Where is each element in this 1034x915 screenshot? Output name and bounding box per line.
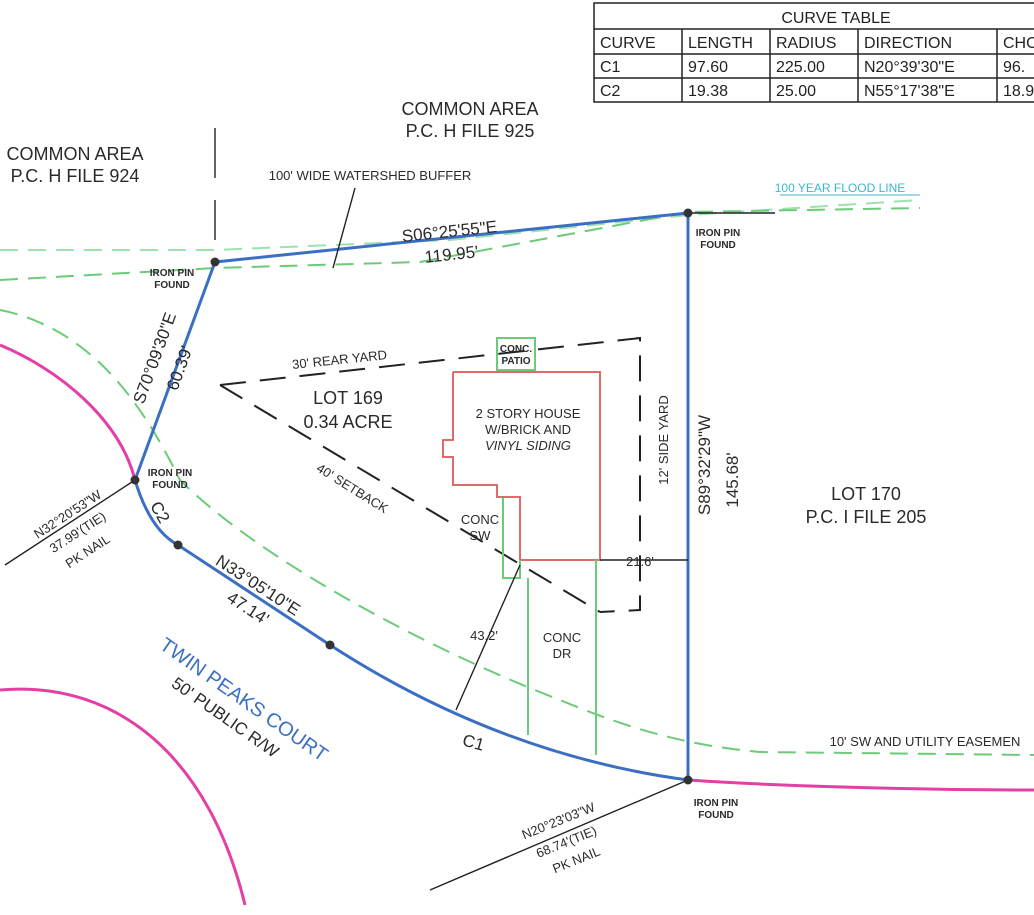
curve-c1-label: C1 [460, 731, 486, 755]
iron-pin-label: IRON PIN [696, 228, 740, 239]
flood-line-label: 100 YEAR FLOOD LINE [775, 181, 906, 195]
curve-table-cell: C1 [600, 59, 621, 76]
sidewalk-label: CONC [461, 512, 499, 527]
house-label: W/BRICK AND [485, 422, 571, 437]
watershed-buffer-line [0, 207, 921, 281]
right-bearing: S89°32'29"W [695, 415, 714, 515]
curve-table-header: DIRECTION [864, 35, 952, 52]
dim-front-label: 43.2' [470, 628, 498, 643]
iron-pin-label: FOUND [698, 810, 734, 821]
curve-table-cell: N20°39'30"E [864, 59, 955, 76]
common-area-right-label: COMMON AREA [401, 99, 538, 119]
iron-pin-marker [210, 257, 220, 267]
common-area-left-file: P.C. H FILE 924 [11, 166, 140, 186]
lot-169-area: 0.34 ACRE [303, 412, 392, 432]
iron-pin-label: IRON PIN [150, 268, 194, 279]
curve-table-cell: 96. [1003, 59, 1025, 76]
iron-pin-label: FOUND [152, 480, 188, 491]
top-bearing: S06°25'55"E [401, 217, 498, 246]
watershed-buffer-label: 100' WIDE WATERSHED BUFFER [269, 168, 472, 183]
curve-table: CURVE TABLE CURVE LENGTH RADIUS DIRECTIO… [593, 2, 1034, 103]
driveway-label: DR [553, 646, 572, 661]
survey-point [173, 540, 183, 550]
sidewalk-label: SW [470, 528, 492, 543]
iron-pin-marker [683, 775, 693, 785]
patio-label: PATIO [501, 356, 530, 367]
common-area-left-label: COMMON AREA [6, 144, 143, 164]
curve-table-cell: 19.38 [688, 83, 728, 100]
lot-169-label: LOT 169 [313, 388, 383, 408]
curve-table-cell: 18.9 [1003, 83, 1034, 100]
lot-169-boundary [214, 211, 690, 780]
lot-170-label: LOT 170 [831, 484, 901, 504]
curve-table-title: CURVE TABLE [781, 10, 890, 27]
side-yard-label: 12' SIDE YARD [656, 395, 671, 484]
driveway-label: CONC [543, 630, 581, 645]
buffer-leader [332, 187, 356, 269]
curve-table-cell: N55°17'38"E [864, 83, 955, 100]
setback-label: 40' SETBACK [314, 460, 391, 516]
left-distance: 60.39' [163, 343, 197, 393]
road-edge-lower [0, 687, 247, 906]
lot-170-file: P.C. I FILE 205 [806, 507, 927, 527]
curve-table-header: RADIUS [776, 35, 836, 52]
road-name: TWIN PEAKS COURT [155, 634, 331, 767]
iron-pin-marker [130, 475, 140, 485]
easement-line [0, 309, 1034, 756]
dim-side-label: 21.6' [626, 554, 654, 569]
curve-table-header: LENGTH [688, 35, 753, 52]
curve-c2-label: C2 [146, 498, 173, 526]
building-setback [219, 336, 641, 613]
tie-left-line [4, 479, 136, 566]
easement-label: 10' SW AND UTILITY EASEMEN [830, 734, 1021, 749]
concrete-sidewalk [502, 498, 521, 579]
survey-point [325, 640, 335, 650]
dim-43-2-line [455, 564, 521, 711]
iron-pin-marker [683, 208, 693, 218]
iron-pin-label: FOUND [154, 280, 190, 291]
tie-bottom-line [429, 779, 689, 891]
curve-table-cell: 225.00 [776, 59, 825, 76]
curve-table-header: CHO [1003, 35, 1034, 52]
curve-table-cell: 97.60 [688, 59, 728, 76]
concrete-patio [496, 337, 536, 371]
road-edge-right [687, 778, 1034, 792]
rear-yard-label: 30' REAR YARD [291, 347, 387, 372]
patio-label: CONC. [500, 344, 532, 355]
road-edge-upper [0, 343, 137, 481]
top-distance: 119.95' [424, 242, 480, 267]
curve-table-header: CURVE [600, 35, 656, 52]
house-label: VINYL SIDING [485, 438, 571, 453]
house-label: 2 STORY HOUSE [476, 406, 581, 421]
right-distance: 145.68' [723, 452, 742, 507]
iron-pin-label: FOUND [700, 240, 736, 251]
curve-table-cell: C2 [600, 83, 621, 100]
common-area-right-file: P.C. H FILE 925 [406, 121, 535, 141]
lot-169-boundary-west [133, 261, 217, 481]
curve-table-cell: 25.00 [776, 83, 816, 100]
iron-pin-label: IRON PIN [694, 798, 738, 809]
lot-169-boundary-front [133, 479, 689, 782]
iron-pin-label: IRON PIN [148, 468, 192, 479]
